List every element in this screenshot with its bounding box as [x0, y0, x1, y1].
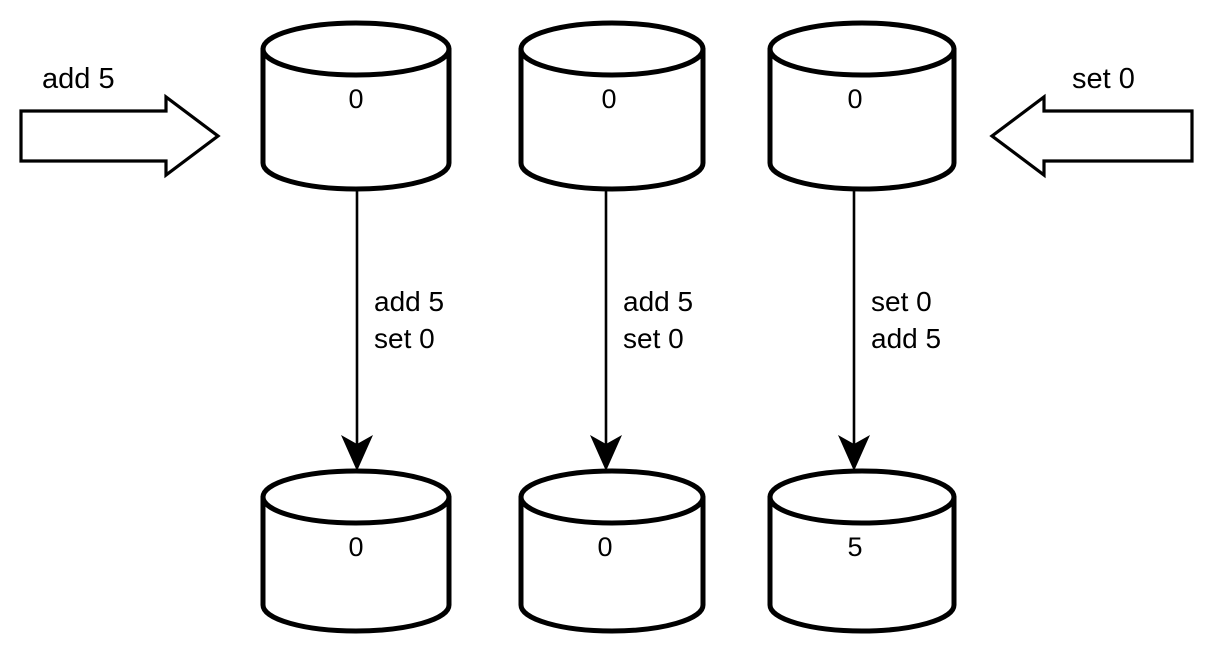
flow-arrowhead-3	[838, 435, 870, 471]
flow-arrow-3: set 0 add 5	[838, 190, 941, 471]
cylinder-lid-2-top	[518, 20, 706, 78]
cylinder-lid-3-bottom	[767, 468, 957, 526]
replica-column-3: 0 set 0 add 5 5	[767, 20, 957, 634]
cylinder-body-3-top	[767, 46, 957, 192]
edge-label-3-line2: add 5	[871, 323, 941, 354]
replica-column-2: 0 add 5 set 0 0	[518, 20, 706, 634]
right-arrow-label: set 0	[1072, 63, 1135, 95]
cylinder-body-3-bottom	[767, 494, 957, 634]
cylinder-value-3-bottom: 5	[847, 532, 862, 562]
cylinder-body-2-bottom	[518, 494, 706, 634]
cylinder-bottom-1: 0	[260, 468, 452, 634]
left-block-arrow	[19, 93, 221, 179]
cylinder-value-2-top: 0	[601, 84, 616, 114]
right-block-arrow	[989, 93, 1194, 179]
cylinder-top-3: 0	[767, 20, 957, 192]
cylinder-body-1-bottom	[260, 494, 452, 634]
cylinder-top-1: 0	[260, 20, 452, 192]
edge-label-1-line2: set 0	[374, 323, 435, 354]
edge-label-2-line1: add 5	[623, 286, 693, 317]
cylinder-value-3-top: 0	[847, 84, 862, 114]
cylinder-lid-1-bottom	[260, 468, 452, 526]
cylinder-value-1-bottom: 0	[348, 532, 363, 562]
flow-arrow-2: add 5 set 0	[590, 190, 693, 471]
replica-column-1: 0 add 5 set 0 0	[260, 20, 452, 634]
cylinder-bottom-2: 0	[518, 468, 706, 634]
edge-label-1-line1: add 5	[374, 286, 444, 317]
edge-label-2-line2: set 0	[623, 323, 684, 354]
cylinder-top-2: 0	[518, 20, 706, 192]
edge-label-3-line1: set 0	[871, 286, 932, 317]
left-arrow-label: add 5	[42, 63, 115, 95]
flow-arrowhead-2	[590, 435, 622, 471]
cylinder-value-2-bottom: 0	[597, 532, 612, 562]
cylinder-body-1-top	[260, 46, 452, 192]
right-block-arrow-group: set 0	[989, 63, 1194, 179]
cylinder-lid-2-bottom	[518, 468, 706, 526]
cylinder-value-1-top: 0	[348, 84, 363, 114]
cylinder-lid-3-top	[767, 20, 957, 78]
cylinder-lid-1-top	[260, 20, 452, 78]
cylinder-bottom-3: 5	[767, 468, 957, 634]
left-block-arrow-group: add 5	[19, 63, 221, 179]
cylinder-body-2-top	[518, 46, 706, 192]
flow-arrowhead-1	[341, 435, 373, 471]
flow-arrow-1: add 5 set 0	[341, 190, 444, 471]
